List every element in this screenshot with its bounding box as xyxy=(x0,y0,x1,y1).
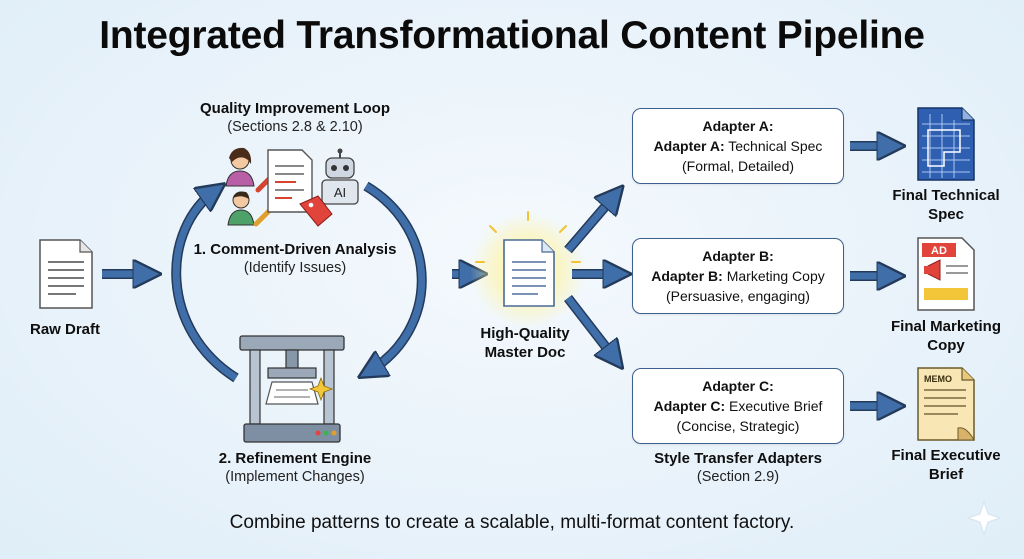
adapter-b-box: Adapter B: Adapter B: Marketing Copy (Pe… xyxy=(632,238,844,314)
step2-title: 2. Refinement Engine xyxy=(218,450,372,467)
adapter-a-desc: (Formal, Detailed) xyxy=(681,158,795,174)
memo-doc-icon xyxy=(917,367,975,441)
footer-caption: Combine patterns to create a scalable, m… xyxy=(229,512,795,533)
raw-draft-doc-icon xyxy=(39,239,93,309)
adapter-a-name: Adapter A: Technical Spec xyxy=(653,138,823,154)
blueprint-doc-icon xyxy=(917,107,975,181)
master-doc-icon xyxy=(470,211,586,328)
corner-sparkle-icon xyxy=(966,500,1002,536)
robot-icon xyxy=(321,148,359,205)
sparkle-icon xyxy=(308,376,334,402)
adapter-a-header: Adapter A: xyxy=(702,118,774,134)
arrow-master-to-adapter-a xyxy=(564,194,616,254)
master-doc-label-line1: High-Quality xyxy=(480,325,570,342)
adapter-a-box: Adapter A: Adapter A: Technical Spec (Fo… xyxy=(632,108,844,184)
memo-label: MEMO xyxy=(924,374,952,384)
adapter-c-name: Adapter C: Executive Brief xyxy=(653,398,823,414)
output-b-label-line2: Copy xyxy=(927,337,965,354)
step1-title: 1. Comment-Driven Analysis xyxy=(193,241,397,258)
output-a-label-line2: Spec xyxy=(928,206,964,223)
adapter-c-header: Adapter C: xyxy=(702,378,774,394)
adapters-group-subtitle: (Section 2.9) xyxy=(696,469,780,485)
loop-subtitle: (Sections 2.8 & 2.10) xyxy=(227,119,363,135)
adapter-c-box: Adapter C: Adapter C: Executive Brief (C… xyxy=(632,368,844,444)
adapter-b-header: Adapter B: xyxy=(702,248,774,264)
ai-label: AI xyxy=(334,185,346,200)
master-doc-label-line2: Master Doc xyxy=(484,344,566,361)
page-title: Integrated Transformational Content Pipe… xyxy=(99,14,925,57)
loop-title: Quality Improvement Loop xyxy=(199,100,391,117)
analysis-doc-icon xyxy=(267,149,313,213)
loop-arrow-right xyxy=(366,181,427,372)
tag-icon xyxy=(299,195,333,227)
raw-draft-label: Raw Draft xyxy=(29,321,100,338)
press-machine-icon xyxy=(239,335,345,443)
step2-subtitle: (Implement Changes) xyxy=(225,469,365,485)
output-c-label-line2: Brief xyxy=(928,466,964,483)
step1-subtitle: (Identify Issues) xyxy=(243,260,347,276)
output-b-label-line1: Final Marketing xyxy=(890,318,1002,335)
adapters-group-title: Style Transfer Adapters xyxy=(654,450,822,467)
output-a-label-line1: Final Technical xyxy=(892,187,1000,204)
adapter-b-name: Adapter B: Marketing Copy xyxy=(651,268,825,284)
marketing-ad-doc-icon xyxy=(917,237,975,311)
adapter-b-desc: (Persuasive, engaging) xyxy=(666,288,810,304)
loop-arrow-left xyxy=(171,190,239,383)
adapter-c-desc: (Concise, Strategic) xyxy=(676,418,800,434)
ad-label: AD xyxy=(931,245,947,257)
people-icon xyxy=(225,147,255,226)
output-c-label-line1: Final Executive xyxy=(891,447,1001,464)
arrow-master-to-adapter-c xyxy=(564,294,616,360)
